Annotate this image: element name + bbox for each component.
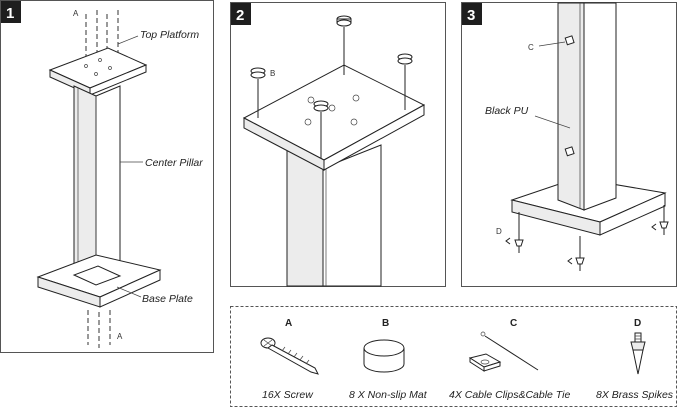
top-platform-leader [117,35,139,45]
base-plate [36,254,162,308]
step-3-pillar [557,2,617,211]
part-d-letter: D [634,318,641,329]
mat-icons [250,15,413,158]
screw-icon [260,337,319,375]
brass-spike-icon [630,332,646,375]
step-2-panel: 2 B [230,2,446,287]
mat-icon [363,339,405,373]
cable-clip-icon [468,331,539,372]
step-3-panel: 3 C Black PU [461,2,677,287]
base-plate-label: Base Plate [142,293,193,305]
part-c-caption: 4X Cable Clips&Cable Tie [449,389,570,401]
brass-spikes [505,205,669,271]
step-1-badge [1,1,21,23]
mat-b-label: B [270,69,275,78]
screw-a-bottom-label: A [117,332,123,341]
step-2-pillar [286,144,382,287]
part-b-letter: B [382,318,389,329]
step-1-panel: 1 A Top Platform Center Pillar [0,0,214,353]
part-b-caption: 8 X Non-slip Mat [349,389,428,401]
black-pu-leader [534,115,571,129]
bottom-screws [87,310,111,348]
step-3-number: 3 [467,7,475,24]
step-1-frame [0,0,214,353]
cable-clips [564,35,575,157]
parts-list: A 16X Screw B 8 X Non-slip Mat C 4X Cabl… [230,306,677,407]
black-pu-label: Black PU [485,105,529,117]
part-a-caption: 16X Screw [262,389,314,401]
parts-list-frame [230,306,677,407]
center-pillar [73,85,121,286]
part-d-caption: 8X Brass Spikes [596,389,674,401]
part-a-letter: A [285,318,292,329]
screw-a-top-label: A [73,9,79,18]
step-2-number: 2 [236,7,244,24]
top-platform-label: Top Platform [140,29,199,41]
base-plate-leader [116,286,142,298]
clip-c-label: C [528,43,534,52]
center-pillar-label: Center Pillar [145,157,203,169]
step-1-number: 1 [6,5,14,22]
step-2-top-platform [242,64,426,171]
step-3-badge [462,3,482,25]
part-c-letter: C [510,318,517,329]
top-platform [48,47,148,96]
clip-leader [538,41,566,47]
step-2-badge [231,3,251,25]
spike-d-label: D [496,227,502,236]
